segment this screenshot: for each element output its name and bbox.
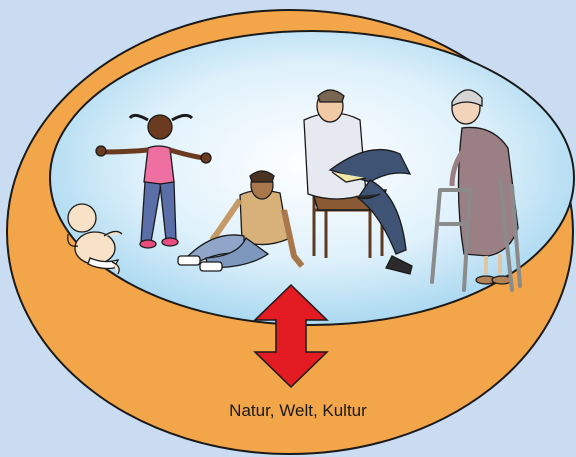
caption-label: Natur, Welt, Kultur bbox=[229, 401, 367, 420]
